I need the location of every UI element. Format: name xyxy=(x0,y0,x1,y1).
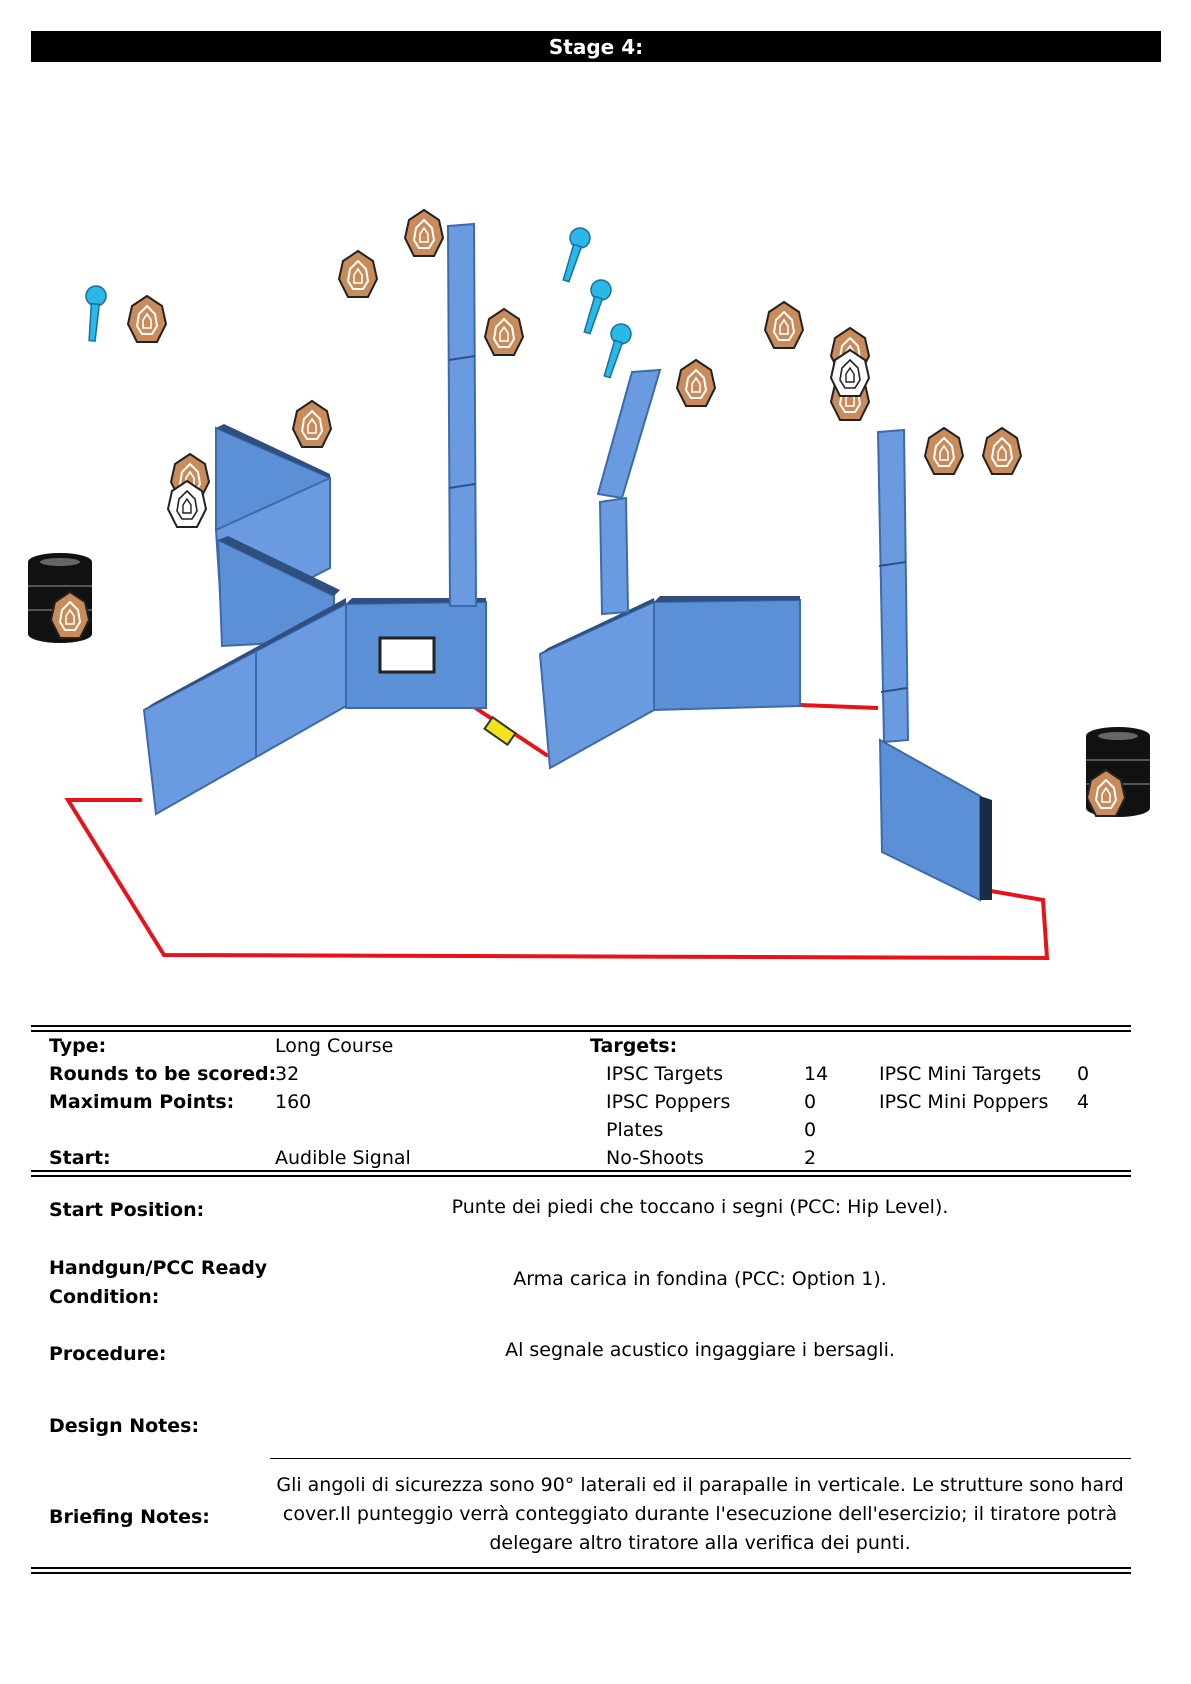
ipsc-target-4 xyxy=(484,308,524,356)
ipsc-mini-poppers-value: 4 xyxy=(1077,1091,1090,1113)
stage-title: Stage 4: xyxy=(31,31,1161,62)
no-shoots-value: 2 xyxy=(804,1147,817,1169)
design-notes-label: Design Notes: xyxy=(49,1415,200,1437)
ipsc-target-1 xyxy=(127,295,167,343)
ipsc-target-8 xyxy=(764,301,804,349)
ipsc-target-12 xyxy=(982,427,1022,475)
ipsc-poppers-label: IPSC Poppers xyxy=(606,1091,731,1113)
briefing-rule xyxy=(270,1458,1131,1459)
targets-label: Targets: xyxy=(590,1035,678,1057)
info-bottom-rule xyxy=(31,1170,1131,1177)
no-shoots-label: No-Shoots xyxy=(606,1147,704,1169)
pole-center xyxy=(446,222,478,607)
ipsc-mini-poppers-label: IPSC Mini Poppers xyxy=(879,1091,1049,1113)
wall-mid-right-b xyxy=(653,598,801,712)
rounds-value: 32 xyxy=(275,1063,300,1085)
start-marker xyxy=(483,715,517,747)
briefing-notes-line-1: Gli angoli di sicurezza sono 90° lateral… xyxy=(276,1474,1124,1496)
ipsc-targets-value: 14 xyxy=(804,1063,829,1085)
pole-right xyxy=(876,428,910,744)
ipsc-target-11 xyxy=(924,427,964,475)
briefing-notes-label: Briefing Notes: xyxy=(49,1506,210,1528)
ready-condition-label-1: Handgun/PCC Ready xyxy=(49,1257,268,1279)
rounds-label: Rounds to be scored: xyxy=(49,1063,277,1085)
ipsc-target-5 xyxy=(292,400,332,448)
wall-right xyxy=(878,738,981,902)
plates-value: 0 xyxy=(804,1119,817,1141)
fault-line-right xyxy=(799,703,879,710)
max-points-value: 160 xyxy=(275,1091,312,1113)
ipsc-mini-targets-label: IPSC Mini Targets xyxy=(879,1063,1042,1085)
start-position-value: Punte dei piedi che toccano i segni (PCC… xyxy=(451,1196,949,1218)
start-label: Start: xyxy=(49,1147,111,1169)
ready-condition-value: Arma carica in fondina (PCC: Option 1). xyxy=(513,1268,887,1290)
fault-line xyxy=(64,798,1050,961)
ipsc-mini-targets-value: 0 xyxy=(1077,1063,1090,1085)
mini-popper-3 xyxy=(576,276,615,337)
mini-popper-4 xyxy=(596,320,635,381)
type-value: Long Course xyxy=(275,1035,394,1057)
briefing-notes-line-2: cover.Il punteggio verrà conteggiato dur… xyxy=(282,1503,1118,1525)
max-points-label: Maximum Points: xyxy=(49,1091,235,1113)
start-value: Audible Signal xyxy=(275,1147,411,1169)
briefing-notes-line-3: delegare altro tiratore alla verifica de… xyxy=(489,1532,911,1554)
ready-condition-label-2: Condition: xyxy=(49,1286,160,1308)
port-window xyxy=(378,636,436,674)
stage-diagram xyxy=(27,209,1151,961)
type-label: Type: xyxy=(49,1035,107,1057)
ipsc-targets-label: IPSC Targets xyxy=(606,1063,724,1085)
start-position-label: Start Position: xyxy=(49,1199,205,1221)
mini-popper-2 xyxy=(555,224,594,285)
info-top-rule xyxy=(31,1025,1131,1032)
pole-slanted xyxy=(596,368,662,500)
plates-label: Plates xyxy=(606,1119,664,1141)
ipsc-target-2 xyxy=(338,250,378,298)
procedure-value: Al segnale acustico ingaggiare i bersagl… xyxy=(505,1339,895,1361)
ipsc-poppers-value: 0 xyxy=(804,1091,817,1113)
ipsc-target-7 xyxy=(676,359,716,407)
ipsc-target-3 xyxy=(404,209,444,257)
page-bottom-rule xyxy=(31,1567,1131,1574)
mini-popper-1 xyxy=(81,284,108,343)
procedure-label: Procedure: xyxy=(49,1343,167,1365)
